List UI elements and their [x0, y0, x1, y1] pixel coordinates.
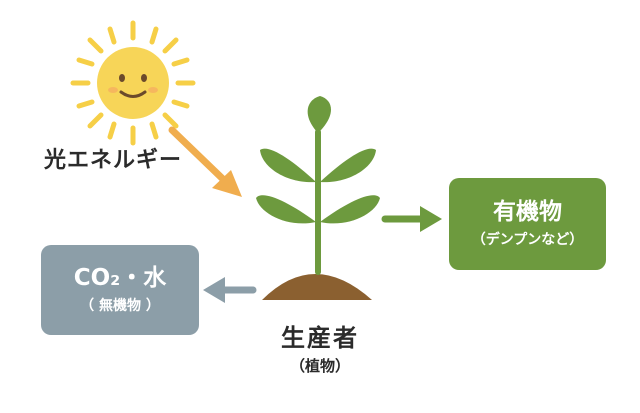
input-arrow [203, 277, 257, 303]
organic-matter-title: 有機物 [493, 199, 562, 226]
sun-icon [70, 20, 196, 146]
inorganic-matter-box: CO₂・水 （ 無機物 ） [41, 245, 199, 335]
producer-label: 生産者 （植物） [250, 318, 390, 376]
organic-matter-subtitle: （デンプンなど） [471, 231, 584, 248]
light-energy-label: 光エネルギー [44, 148, 183, 173]
inorganic-matter-subtitle: （ 無機物 ） [80, 297, 160, 314]
plant-icon [256, 96, 380, 300]
light-arrow [168, 126, 242, 197]
producer-title: 生産者 [281, 324, 359, 352]
producer-subtitle: （植物） [289, 357, 350, 375]
organic-matter-box: 有機物 （デンプンなど） [449, 178, 606, 270]
inorganic-matter-title: CO₂・水 [73, 265, 167, 292]
output-arrow [381, 206, 442, 232]
